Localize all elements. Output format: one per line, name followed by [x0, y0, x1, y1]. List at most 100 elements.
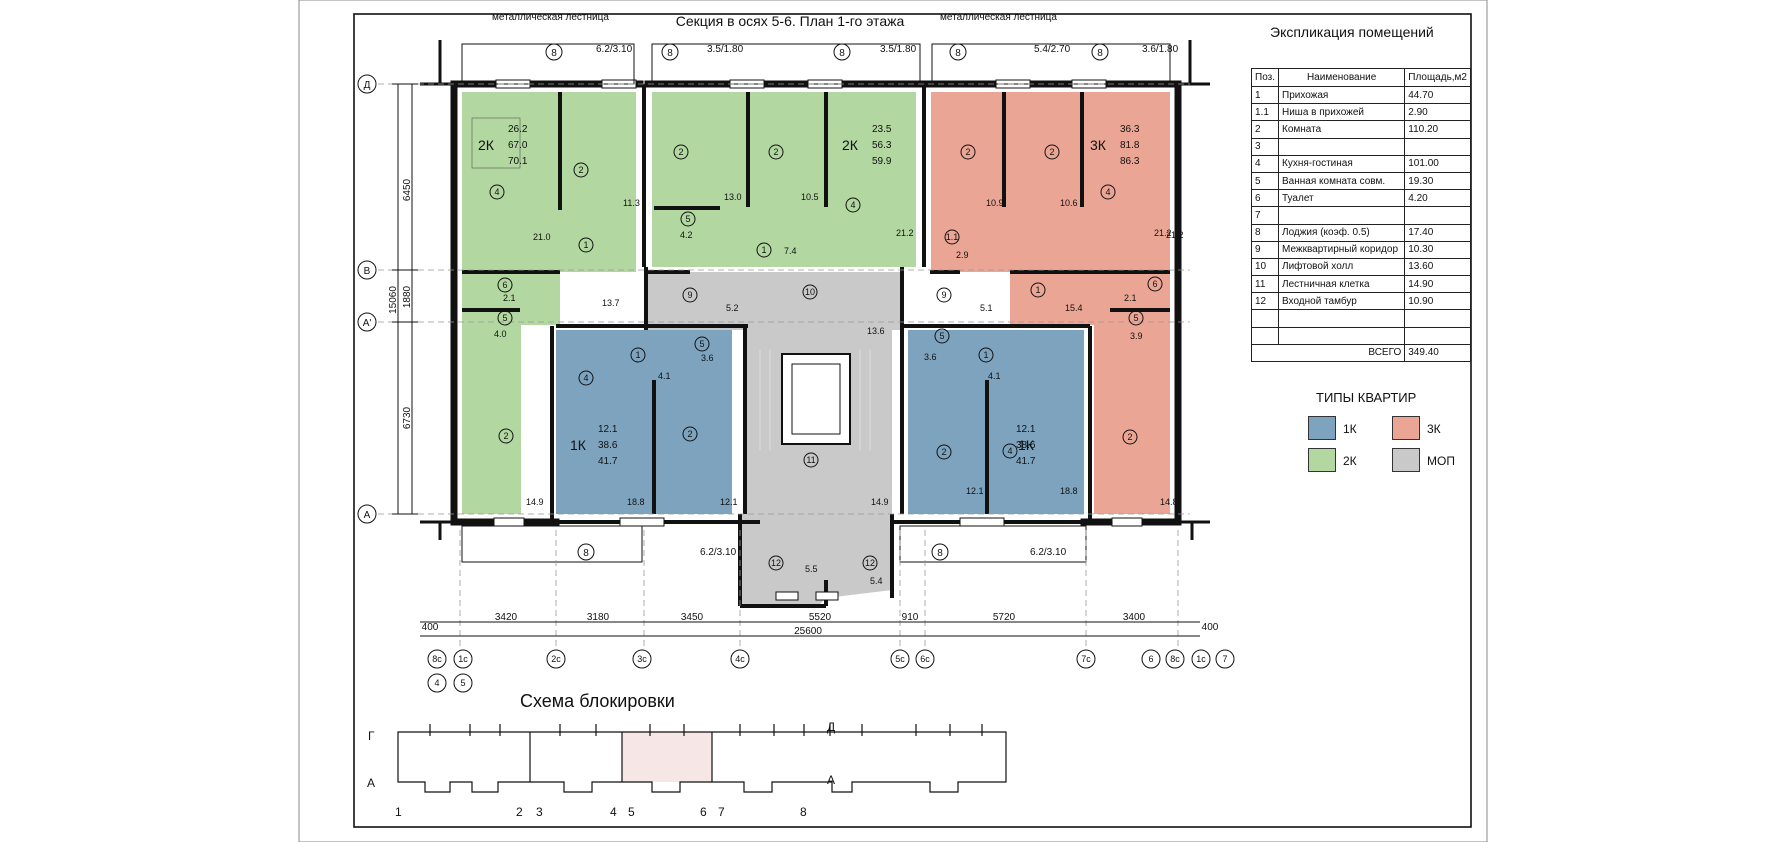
svg-text:8с: 8с	[1170, 654, 1180, 664]
svg-text:21.2: 21.2	[1154, 228, 1172, 238]
room-tag: 2	[682, 426, 698, 442]
svg-text:4: 4	[434, 678, 439, 688]
svg-text:910: 910	[902, 612, 919, 623]
table-cell-n: 4	[1251, 154, 1279, 173]
svg-text:1: 1	[395, 805, 402, 819]
svg-text:12.1: 12.1	[966, 486, 984, 496]
table-cell-area: 17.40	[1404, 223, 1471, 242]
svg-text:Д: Д	[364, 80, 371, 91]
room-tag: 2	[960, 144, 976, 160]
table-cell-area	[1404, 309, 1471, 328]
svg-text:7.4: 7.4	[784, 246, 797, 256]
svg-text:1с: 1с	[458, 654, 468, 664]
svg-text:81.8: 81.8	[1120, 140, 1140, 151]
table-cell-name	[1277, 326, 1406, 345]
svg-text:11: 11	[806, 455, 815, 465]
svg-text:8: 8	[667, 48, 673, 59]
svg-text:А': А'	[363, 318, 372, 329]
room-tag: 5	[497, 310, 513, 326]
svg-text:6730: 6730	[402, 406, 413, 429]
room-tag-circles: 4 2 1 6 5 2 2 2 5 1 4 9 10 9 11 12 12 2 …	[489, 144, 1163, 571]
svg-text:2.1: 2.1	[503, 293, 516, 303]
room-tag: 1	[578, 237, 594, 253]
svg-text:13.7: 13.7	[602, 298, 620, 308]
svg-text:3.6: 3.6	[701, 353, 714, 363]
svg-text:38.6: 38.6	[598, 440, 618, 451]
table-cell-name: Ниша в прихожей	[1277, 103, 1406, 122]
room-tag: 4	[1100, 184, 1116, 200]
svg-text:6с: 6с	[920, 654, 930, 664]
svg-text:15.4: 15.4	[1065, 303, 1083, 313]
svg-text:12: 12	[771, 558, 781, 568]
svg-text:6: 6	[502, 280, 507, 290]
svg-text:5: 5	[699, 339, 704, 349]
loggia-tags: 8 8 8 8 8 8 8	[551, 48, 1103, 559]
svg-text:5: 5	[685, 214, 690, 224]
svg-text:3400: 3400	[1123, 612, 1146, 623]
svg-text:2: 2	[773, 147, 778, 157]
window-label: 3.6/1.80	[1142, 44, 1179, 55]
table-cell-name: Межквартирный коридор	[1277, 240, 1406, 259]
svg-text:67.0: 67.0	[508, 140, 528, 151]
svg-text:13.6: 13.6	[867, 326, 885, 336]
svg-text:10.9: 10.9	[986, 198, 1004, 208]
svg-text:15060: 15060	[388, 286, 399, 314]
table-cell-n	[1251, 309, 1279, 328]
svg-text:1.1: 1.1	[946, 232, 959, 242]
stair-label-left: металлическая лестница	[492, 12, 609, 23]
svg-text:3с: 3с	[637, 654, 647, 664]
svg-text:12.1: 12.1	[1016, 424, 1036, 435]
room-tag: 9	[936, 287, 952, 303]
svg-text:10.5: 10.5	[801, 192, 819, 202]
zone-3k	[931, 92, 1170, 514]
zone-2k-mid	[652, 92, 916, 267]
svg-text:6450: 6450	[402, 178, 413, 201]
svg-text:1: 1	[983, 350, 988, 360]
floor-plan	[357, 40, 1235, 693]
svg-text:1К: 1К	[1018, 437, 1035, 453]
svg-text:1с: 1с	[1196, 654, 1206, 664]
svg-text:2: 2	[516, 805, 523, 819]
svg-text:26.2: 26.2	[508, 124, 528, 135]
room-tag: 1	[630, 347, 646, 363]
scheme-left-bottom: А	[367, 776, 375, 790]
table-cell-name: Комната	[1277, 120, 1406, 139]
svg-text:5: 5	[460, 678, 465, 688]
svg-text:2: 2	[1049, 147, 1054, 157]
window-label: 5.4/2.70	[1034, 44, 1071, 55]
room-tag: 2	[1122, 429, 1138, 445]
svg-text:4: 4	[583, 373, 588, 383]
table-cell-n: 9	[1251, 240, 1279, 259]
table-cell-name	[1277, 206, 1406, 225]
svg-text:2: 2	[578, 165, 583, 175]
table-row: 3	[1251, 137, 1471, 156]
svg-text:4: 4	[1105, 187, 1110, 197]
table-cell-n: 12	[1251, 292, 1279, 311]
svg-text:4.0: 4.0	[494, 329, 507, 339]
paper-frame	[353, 13, 1472, 828]
legend-label-mop: МОП	[1427, 454, 1455, 468]
svg-text:3450: 3450	[681, 612, 704, 623]
svg-text:21.0: 21.0	[533, 232, 551, 242]
window-label: 6.2/3.10	[596, 44, 633, 55]
table-cell-n: 2	[1251, 120, 1279, 139]
svg-text:6: 6	[700, 805, 707, 819]
room-tag: 2	[1044, 144, 1060, 160]
window-label: 6.2/3.10	[1030, 547, 1067, 558]
svg-text:7: 7	[718, 805, 725, 819]
table-cell-name: Кухня-гостиная	[1277, 154, 1406, 173]
svg-text:3420: 3420	[495, 612, 518, 623]
svg-text:2: 2	[503, 431, 508, 441]
room-tag: 11	[803, 452, 819, 468]
table-cell-area: 19.30	[1404, 171, 1471, 191]
scheme-right-bottom: А	[827, 773, 835, 787]
interior-walls	[462, 84, 1170, 608]
svg-text:2К: 2К	[478, 137, 495, 153]
svg-text:70.1: 70.1	[508, 156, 528, 167]
